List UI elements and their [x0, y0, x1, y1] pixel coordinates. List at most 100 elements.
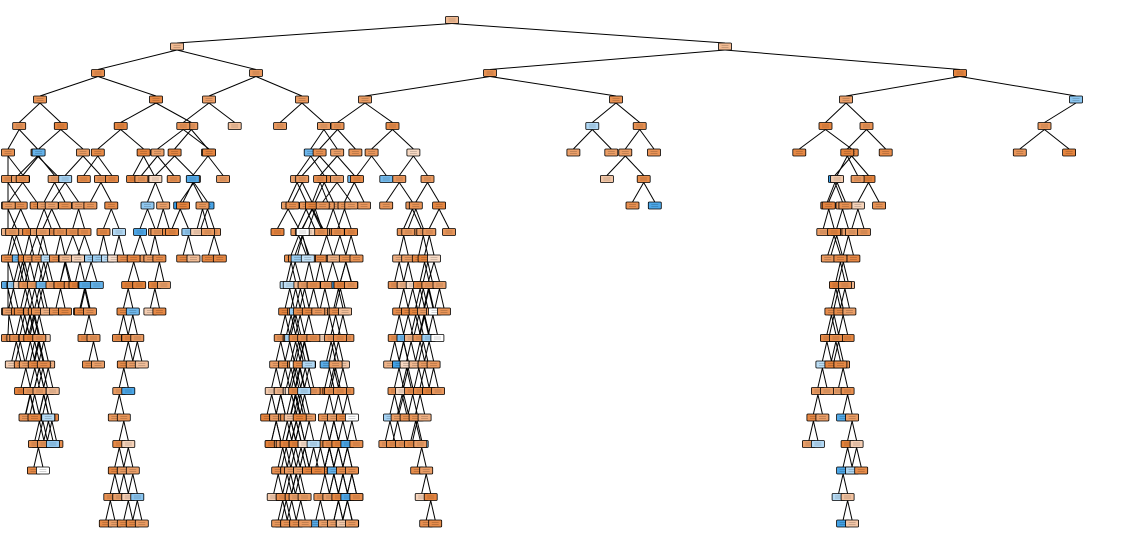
tree-node-box — [76, 148, 90, 157]
tree-node-box — [821, 201, 836, 210]
tree-edge — [118, 314, 124, 335]
tree-node — [838, 281, 852, 289]
tree-edge — [326, 261, 334, 282]
tree-node — [849, 440, 864, 448]
tree-node-box — [344, 201, 359, 210]
tree-edge — [295, 447, 301, 468]
tree-edge — [34, 420, 40, 441]
tree-edge — [394, 367, 400, 388]
tree-edge — [271, 394, 277, 415]
tree-edge — [842, 473, 849, 494]
tree-edge — [42, 235, 49, 256]
tree-node-box — [392, 175, 407, 183]
tree-edge — [284, 367, 291, 388]
tree-node-box — [854, 466, 869, 475]
tree-edge — [193, 182, 208, 203]
tree-node — [566, 148, 581, 157]
tree-edge — [123, 473, 129, 494]
tree-edge — [64, 155, 84, 176]
tree-edge — [319, 500, 326, 521]
tree-node-box — [330, 228, 345, 236]
tree-edge — [8, 288, 14, 309]
tree-edge — [846, 155, 859, 176]
tree-edge — [285, 447, 292, 468]
tree-edge — [139, 235, 148, 256]
tree-node — [344, 281, 358, 289]
tree-node-box — [344, 281, 358, 289]
tree-node — [845, 413, 859, 422]
tree-node — [176, 201, 191, 210]
tree-edge — [287, 208, 300, 229]
tree-edge — [836, 235, 843, 256]
tree-node-box — [200, 228, 215, 236]
tree-edge — [364, 102, 393, 123]
tree-edge — [8, 314, 14, 335]
tree-edge — [624, 155, 645, 176]
tree-edge — [20, 208, 30, 229]
tree-edge — [123, 288, 129, 309]
tree-node-box — [167, 148, 182, 157]
tree-node-box — [298, 519, 313, 528]
tree-edge — [147, 182, 156, 203]
tree-node — [401, 228, 416, 236]
tree-edge — [833, 288, 840, 309]
tree-edge — [286, 314, 292, 335]
tree-nodes — [1, 16, 1083, 528]
tree-node — [297, 493, 312, 501]
tree-edge — [42, 288, 48, 309]
tree-node-box — [953, 69, 967, 77]
tree-edge — [33, 261, 39, 282]
tree-node-box — [326, 254, 341, 263]
tree-edge — [311, 208, 322, 229]
tree-node-box — [338, 307, 353, 316]
tree-edge — [295, 288, 301, 309]
tree-node-box — [1037, 122, 1052, 130]
tree-node — [427, 254, 441, 263]
tree-node-box — [152, 307, 167, 316]
tree-node-box — [349, 493, 364, 501]
tree-edge — [333, 394, 339, 415]
tree-edge — [350, 235, 357, 256]
tree-edge — [280, 341, 286, 362]
tree-edge — [24, 235, 30, 256]
tree-edge — [275, 341, 282, 362]
tree-edge — [60, 129, 84, 150]
tree-node — [149, 95, 163, 104]
tree-node — [348, 148, 363, 157]
tree-node-box — [202, 148, 217, 157]
tree-edge — [277, 447, 284, 468]
tree-edge — [299, 341, 305, 362]
tree-node-box — [170, 42, 184, 51]
tree-node-box — [833, 254, 848, 263]
tree-node-box — [422, 228, 437, 236]
tree-edge — [208, 76, 257, 97]
tree-edge — [825, 129, 852, 150]
tree-edge — [132, 473, 138, 494]
tree-edge — [296, 208, 307, 229]
tree-edge — [606, 155, 626, 176]
tree-node-box — [58, 307, 72, 316]
tree-edge — [330, 367, 337, 388]
tree-edge — [17, 261, 23, 282]
tree-node-box — [134, 175, 149, 183]
tree-edge — [346, 420, 353, 441]
tree-node-box — [431, 387, 446, 395]
tree-node-box — [604, 148, 619, 157]
tree-node — [202, 148, 217, 157]
tree-node — [113, 122, 128, 130]
tree-edge — [401, 394, 408, 415]
tree-node-box — [833, 360, 848, 369]
tree-edge — [838, 288, 844, 309]
tree-node — [140, 201, 155, 210]
tree-edge — [299, 447, 306, 468]
tree-node — [45, 387, 60, 395]
tree-edge — [43, 261, 49, 282]
tree-node-box — [176, 201, 191, 210]
tree-edge — [51, 208, 61, 229]
tree-edge — [403, 288, 409, 309]
tree-edge — [451, 23, 726, 44]
tree-node-box — [647, 201, 662, 210]
tree-edge — [127, 341, 134, 362]
tree-node-box — [401, 228, 416, 236]
tree-node-box — [36, 360, 51, 369]
